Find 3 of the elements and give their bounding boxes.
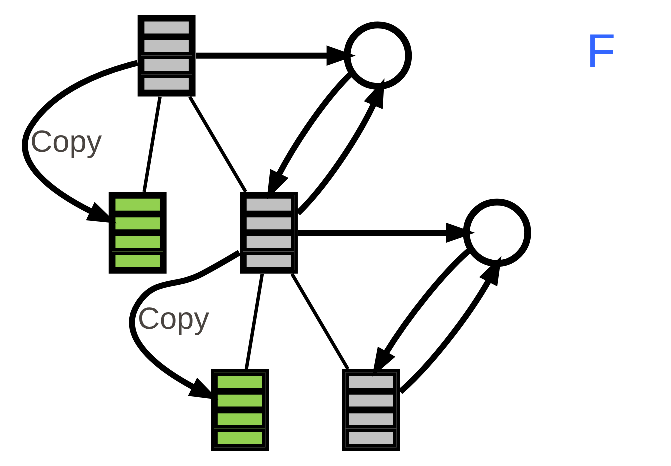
edge-label: Copy: [137, 302, 209, 336]
label: F: [586, 26, 616, 79]
edge-label: Copy: [30, 124, 102, 159]
